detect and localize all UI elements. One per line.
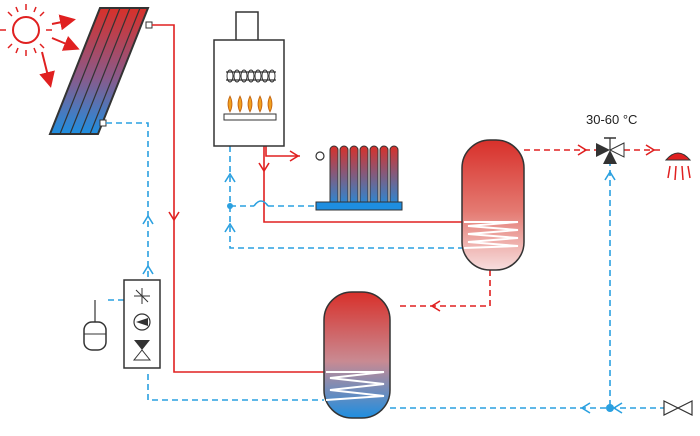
expansion-vessel-icon [83, 300, 107, 351]
gas-boiler-icon [213, 11, 285, 147]
sun-icon [0, 4, 80, 88]
pump-station-icon [123, 279, 161, 369]
hot-pipe-arrows [168, 150, 300, 222]
radiator-icon [315, 145, 403, 211]
shutoff-valve-icon [663, 400, 693, 416]
solar-collector-icon [48, 7, 153, 135]
thermostatic-mixing-valve-icon [596, 137, 625, 164]
valve-temperature-label: 30-60 °C [586, 112, 637, 127]
junction-dot [606, 404, 614, 412]
shower-head-icon [664, 152, 692, 181]
hot-pipes [152, 24, 462, 373]
solar-storage-tank-icon [323, 291, 391, 419]
hot-water-tank-icon [461, 139, 525, 271]
cold-pipes-dashed [106, 122, 664, 409]
hot-water-arrows [430, 144, 656, 312]
junction-dot [227, 203, 233, 209]
pipe-crossover [253, 200, 269, 207]
cold-pipe-arrows [142, 170, 623, 414]
